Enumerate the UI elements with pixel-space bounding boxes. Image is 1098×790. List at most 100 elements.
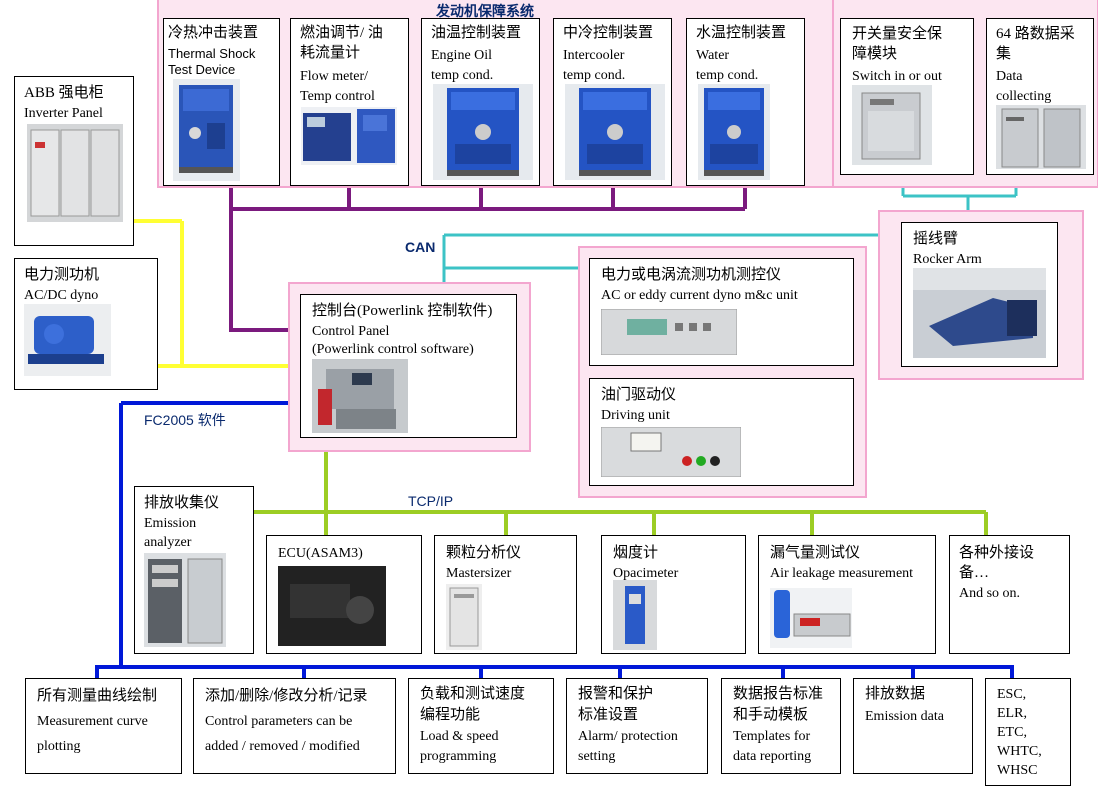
emission-data-cn: 排放数据 bbox=[865, 686, 926, 702]
air-leakage-cn: 漏气量测试仪 bbox=[770, 545, 861, 561]
driving-unit-en: Driving unit bbox=[601, 408, 670, 423]
oil-temp-cn: 油温控制装置 bbox=[431, 25, 522, 41]
dyno-mc-en: AC or eddy current dyno m&c unit bbox=[601, 288, 798, 303]
acdc-dyno-cn: 电力测功机 bbox=[24, 267, 100, 283]
external-devices-en: And so on. bbox=[959, 586, 1021, 601]
switch-module-cn2: 障模块 bbox=[852, 46, 898, 62]
acdc-dyno-photo bbox=[24, 304, 111, 376]
thermal-shock-en1: Thermal Shock bbox=[168, 46, 256, 61]
load-speed-en1: Load & speed bbox=[420, 729, 499, 744]
alarm-protection-cn2: 标准设置 bbox=[578, 707, 639, 723]
test-cycles-box: ESC, ELR, ETC, WHTC, WHSC bbox=[985, 678, 1071, 786]
fuel-flow-photo bbox=[301, 107, 397, 165]
alarm-protection-cn1: 报警和保护 bbox=[578, 686, 654, 702]
opacimeter-cn: 烟度计 bbox=[613, 545, 659, 561]
curve-plotting-en2: plotting bbox=[37, 739, 81, 754]
control-params-cn: 添加/删除/修改分析/记录 bbox=[205, 688, 368, 704]
dyno-mc-box: 电力或电涡流测功机测控仪 AC or eddy current dyno m&c… bbox=[589, 258, 854, 366]
thermal-shock-en2: Test Device bbox=[168, 62, 236, 77]
opacimeter-box: 烟度计 Opacimeter bbox=[601, 535, 746, 654]
data-report-en2: data reporting bbox=[733, 749, 812, 764]
switch-module-cn1: 开关量安全保 bbox=[852, 26, 943, 42]
intercooler-en1: Intercooler bbox=[563, 48, 625, 63]
control-panel-photo bbox=[312, 359, 408, 433]
driving-unit-photo bbox=[601, 427, 741, 477]
inverter-panel-en: Inverter Panel bbox=[24, 106, 103, 121]
curve-plotting-cn: 所有测量曲线绘制 bbox=[37, 688, 158, 704]
fuel-flow-box: 燃油调节/ 油 耗流量计 Flow meter/ Temp control bbox=[290, 18, 409, 186]
rocker-arm-box: 摇线臂 Rocker Arm bbox=[901, 222, 1058, 367]
test-cycle-whtc: WHTC, bbox=[997, 744, 1042, 759]
inverter-panel-box: ABB 强电柜 Inverter Panel bbox=[14, 76, 134, 246]
fc2005-label: FC2005 软件 bbox=[144, 412, 226, 428]
fuel-flow-cn2: 耗流量计 bbox=[300, 45, 361, 61]
dyno-mc-cn: 电力或电涡流测功机测控仪 bbox=[601, 267, 782, 283]
ecu-box: ECU(ASAM3) bbox=[266, 535, 422, 654]
air-leakage-en: Air leakage measurement bbox=[770, 566, 914, 581]
rocker-arm-en: Rocker Arm bbox=[913, 252, 982, 267]
opacimeter-en: Opacimeter bbox=[613, 566, 679, 581]
particle-analyzer-en: Mastersizer bbox=[446, 566, 512, 581]
external-devices-box: 各种外接设 备… And so on. bbox=[949, 535, 1070, 654]
oil-temp-en1: Engine Oil bbox=[431, 48, 493, 63]
driving-unit-cn: 油门驱动仪 bbox=[601, 387, 677, 403]
data-collecting-photo bbox=[996, 105, 1086, 169]
emission-data-box: 排放数据 Emission data bbox=[853, 678, 973, 774]
fc2005-line bbox=[95, 401, 1014, 680]
data-report-en1: Templates for bbox=[733, 729, 811, 744]
intercooler-en2: temp cond. bbox=[563, 68, 626, 83]
alarm-protection-en2: setting bbox=[578, 749, 616, 764]
thermal-shock-box: 冷热冲击装置 Thermal Shock Test Device bbox=[163, 18, 280, 186]
test-cycle-whsc: WHSC bbox=[997, 763, 1038, 778]
control-panel-en1: Control Panel bbox=[312, 324, 390, 339]
control-params-en2: added / removed / modified bbox=[205, 739, 360, 754]
data-collecting-cn1: 64 路数据采 bbox=[996, 26, 1075, 42]
intercooler-cn: 中冷控制装置 bbox=[563, 25, 654, 41]
control-params-en1: Control parameters can be bbox=[205, 714, 353, 729]
test-cycle-esc: ESC, bbox=[997, 687, 1027, 702]
air-leakage-box: 漏气量测试仪 Air leakage measurement bbox=[758, 535, 936, 654]
opacimeter-photo bbox=[613, 580, 657, 650]
switch-module-box: 开关量安全保 障模块 Switch in or out bbox=[840, 18, 974, 175]
water-temp-en1: Water bbox=[696, 48, 730, 63]
switch-module-en: Switch in or out bbox=[852, 69, 942, 84]
test-cycle-etc: ETC, bbox=[997, 725, 1027, 740]
control-panel-en2: (Powerlink control software) bbox=[312, 342, 474, 357]
oil-temp-en2: temp cond. bbox=[431, 68, 494, 83]
rocker-arm-cn: 摇线臂 bbox=[913, 231, 959, 247]
rocker-arm-photo bbox=[913, 268, 1046, 358]
acdc-dyno-en: AC/DC dyno bbox=[24, 288, 99, 303]
load-speed-cn1: 负载和测试速度 bbox=[420, 686, 526, 702]
oil-temp-photo bbox=[433, 84, 533, 180]
load-speed-box: 负载和测试速度 编程功能 Load & speed programming bbox=[408, 678, 554, 774]
ecu-label: ECU(ASAM3) bbox=[278, 546, 363, 561]
intercooler-photo bbox=[565, 84, 665, 180]
test-cycle-elr: ELR, bbox=[997, 706, 1027, 721]
data-collecting-cn2: 集 bbox=[996, 46, 1012, 62]
oil-temp-box: 油温控制装置 Engine Oil temp cond. bbox=[421, 18, 540, 186]
data-report-cn2: 和手动模板 bbox=[733, 707, 809, 723]
engine-system-label: 发动机保障系统 bbox=[436, 3, 534, 19]
emission-analyzer-en2: analyzer bbox=[144, 535, 192, 550]
inverter-panel-cn: ABB 强电柜 bbox=[24, 85, 104, 101]
fuel-flow-en1: Flow meter/ bbox=[300, 69, 369, 84]
data-collecting-en1: Data bbox=[996, 69, 1023, 84]
alarm-protection-box: 报警和保护 标准设置 Alarm/ protection setting bbox=[566, 678, 708, 774]
emission-analyzer-photo bbox=[144, 553, 226, 647]
external-devices-cn2: 备… bbox=[959, 565, 990, 581]
tcpip-label: TCP/IP bbox=[408, 493, 454, 509]
water-temp-box: 水温控制装置 Water temp cond. bbox=[686, 18, 805, 186]
water-temp-cn: 水温控制装置 bbox=[696, 25, 787, 41]
purple-bus bbox=[229, 186, 747, 332]
fuel-flow-en2: Temp control bbox=[300, 89, 375, 104]
inverter-panel-photo bbox=[27, 124, 123, 222]
emission-analyzer-cn: 排放收集仪 bbox=[144, 495, 220, 511]
tcpip-bus bbox=[254, 452, 988, 535]
external-devices-cn1: 各种外接设 bbox=[959, 545, 1035, 561]
particle-analyzer-cn: 颗粒分析仪 bbox=[446, 545, 522, 561]
emission-analyzer-box: 排放收集仪 Emission analyzer bbox=[134, 486, 254, 654]
intercooler-box: 中冷控制装置 Intercooler temp cond. bbox=[553, 18, 672, 186]
power-line bbox=[134, 219, 288, 368]
emission-data-en: Emission data bbox=[865, 709, 944, 724]
particle-analyzer-photo bbox=[446, 584, 482, 650]
